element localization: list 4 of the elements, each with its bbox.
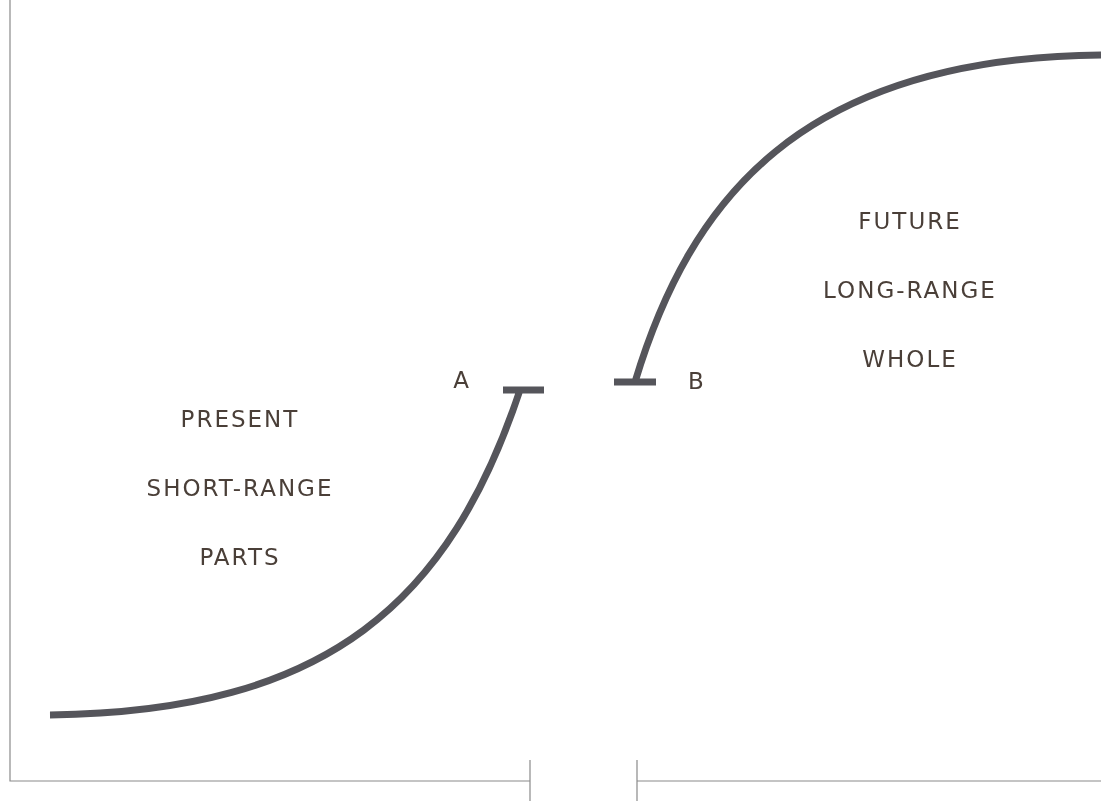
- point-label: A: [453, 365, 471, 395]
- curve-label: PRESENT SHORT-RANGE PARTS: [146, 404, 334, 572]
- point-label: B: [688, 366, 706, 396]
- curve-label: FUTURE LONG-RANGE WHOLE: [823, 206, 997, 374]
